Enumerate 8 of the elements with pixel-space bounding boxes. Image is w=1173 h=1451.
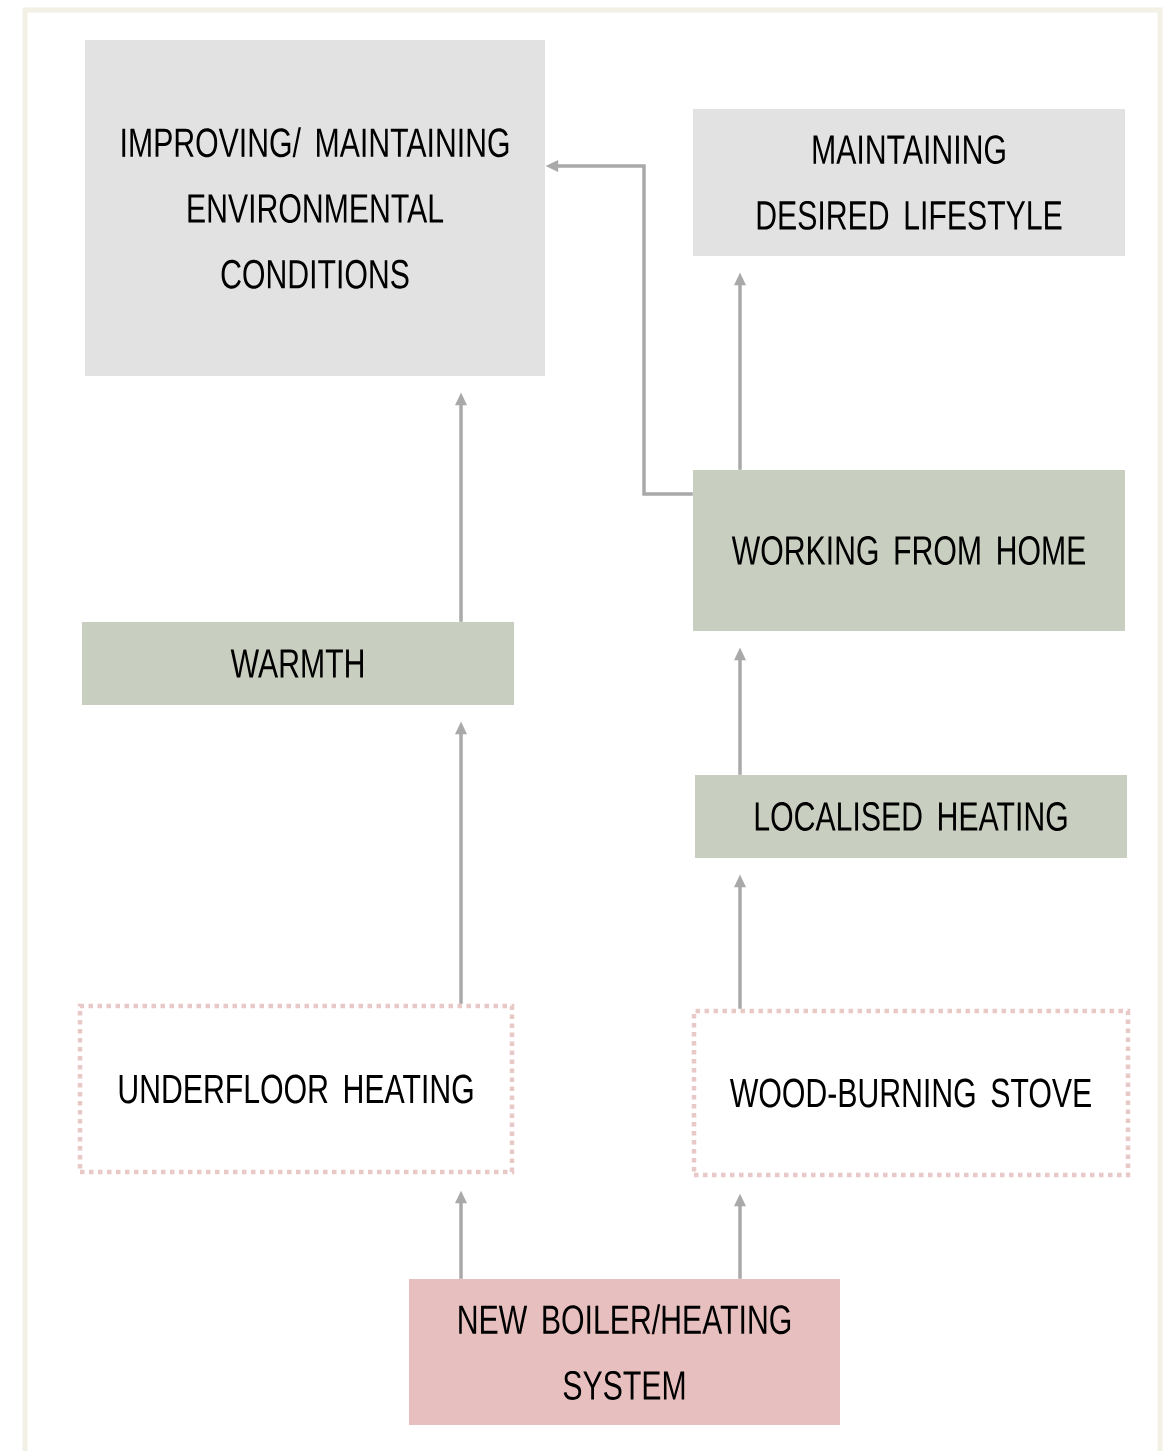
benefit-box: LOCALISED HEATING: [695, 775, 1127, 858]
outcome-box: MAINTAINING DESIRED LIFESTYLE: [693, 109, 1125, 256]
benefit-box: WORKING FROM HOME: [693, 470, 1125, 631]
outcome-box: IMPROVING/ MAINTAINING ENVIRONMENTAL CONDITIONS: [85, 40, 545, 376]
benefit-box: WARMTH: [82, 622, 514, 705]
option-box: UNDERFLOOR HEATING: [77, 1003, 515, 1175]
option-box: WOOD-BURNING STOVE: [691, 1008, 1131, 1178]
intervention-box: NEW BOILER/HEATING SYSTEM: [409, 1279, 840, 1425]
